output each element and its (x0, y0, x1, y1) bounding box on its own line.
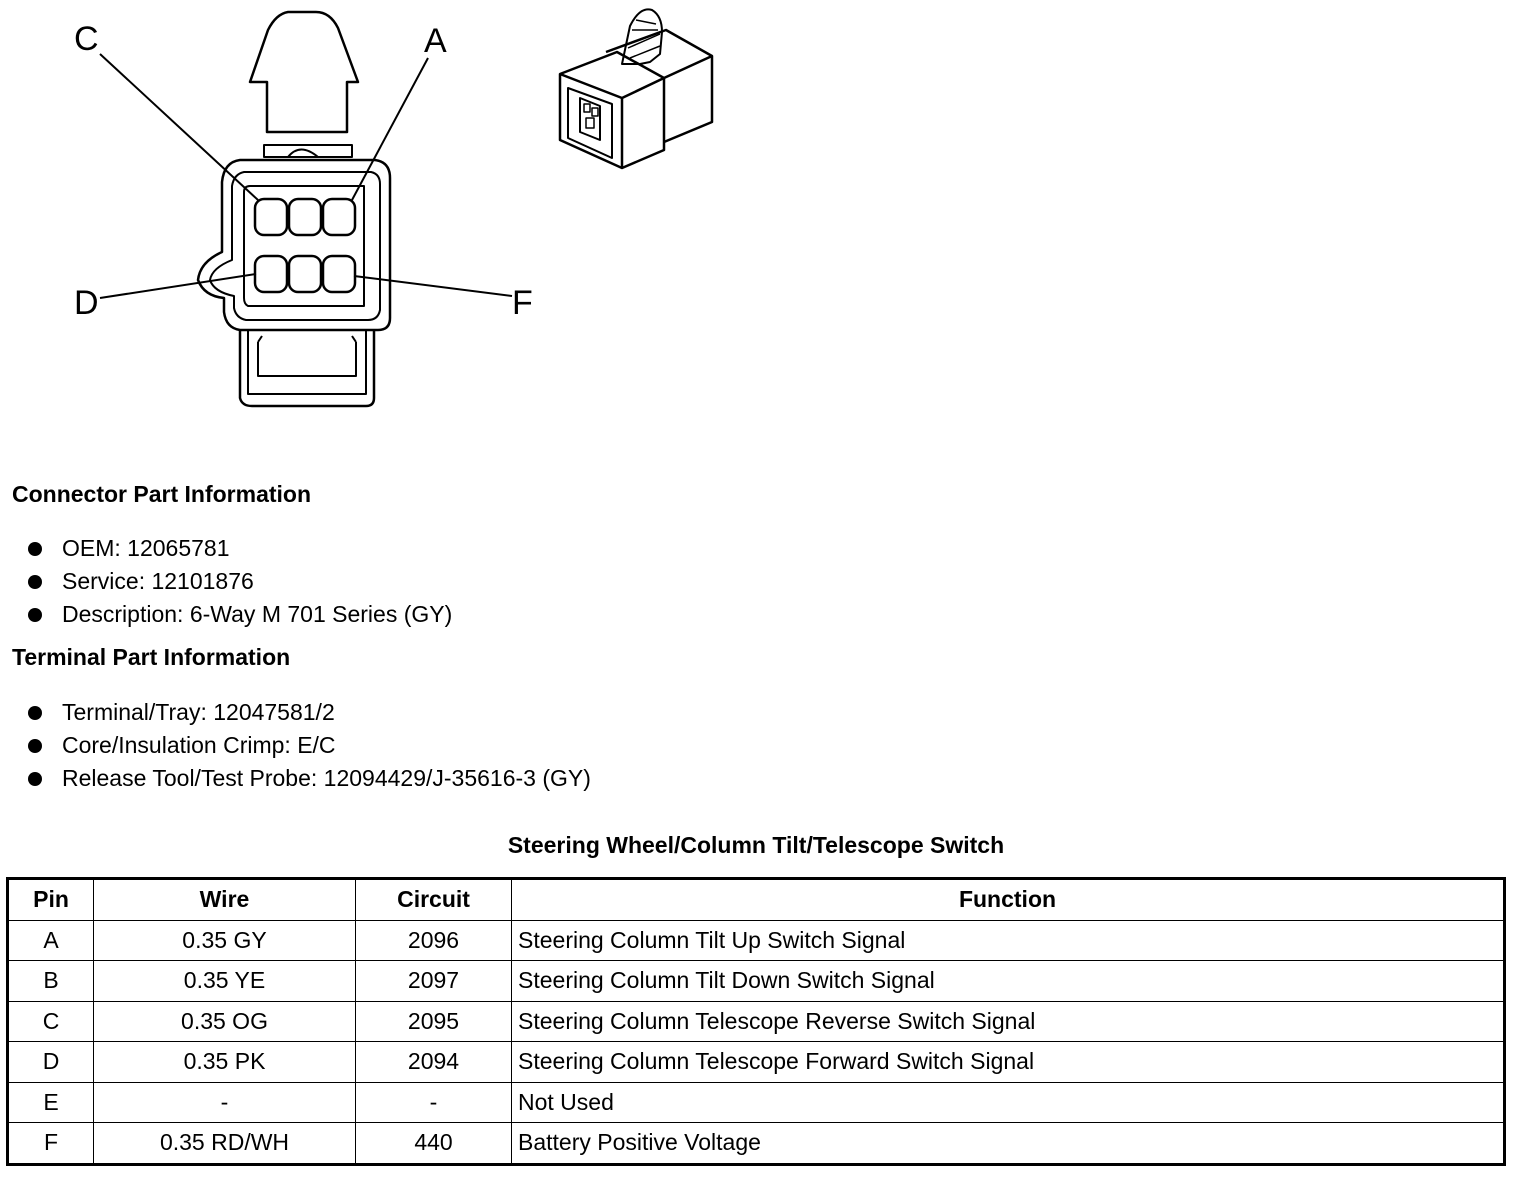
terminal-cavities (253, 197, 357, 294)
terminal-info-title: Terminal Part Information (12, 644, 291, 670)
cell-pin: B (7, 960, 94, 1002)
bullet-icon (28, 738, 42, 753)
header-wire: Wire (93, 878, 356, 921)
header-pin: Pin (7, 878, 94, 921)
table-title: Steering Wheel/Column Tilt/Telescope Swi… (507, 832, 1005, 858)
cell-function: Steering Column Telescope Reverse Switch… (511, 1000, 1505, 1042)
list-item: Service: 12101876 (28, 565, 452, 598)
terminal-release-tool: Release Tool/Test Probe: 12094429/J-3561… (62, 765, 591, 791)
callout-a: A (424, 22, 447, 60)
terminal-crimp: Core/Insulation Crimp: E/C (62, 732, 336, 758)
cell-wire: 0.35 YE (93, 960, 356, 1002)
locking-tab-arrow (248, 10, 360, 134)
cell-pin: C (7, 1000, 94, 1042)
cell-function: Steering Column Tilt Down Switch Signal (511, 960, 1505, 1002)
lower-latch (238, 330, 376, 408)
cell-function: Not Used (511, 1081, 1505, 1123)
cell-wire: - (93, 1081, 356, 1123)
cell-wire: 0.35 RD/WH (93, 1122, 356, 1165)
table-header-row: Pin Wire Circuit Function (7, 878, 1505, 921)
callout-f: F (512, 284, 533, 322)
list-item: Release Tool/Test Probe: 12094429/J-3561… (28, 762, 591, 795)
table-row: D 0.35 PK 2094 Steering Column Telescope… (7, 1041, 1505, 1083)
cell-circuit: 2094 (355, 1041, 512, 1083)
cell-function: Steering Column Telescope Forward Switch… (511, 1041, 1505, 1083)
bullet-icon (28, 771, 42, 786)
header-circuit: Circuit (355, 878, 512, 921)
bullet-icon (28, 705, 42, 720)
cell-function: Battery Positive Voltage (511, 1122, 1505, 1165)
bullet-icon (28, 541, 42, 556)
cell-circuit: - (355, 1081, 512, 1123)
connector-description: Description: 6-Way M 701 Series (GY) (62, 601, 453, 627)
cell-pin: A (7, 919, 94, 961)
terminal-tray: Terminal/Tray: 12047581/2 (62, 699, 335, 725)
table-row: A 0.35 GY 2096 Steering Column Tilt Up S… (7, 919, 1505, 961)
cell-pin: E (7, 1081, 94, 1123)
header-function: Function (511, 878, 1505, 921)
bullet-icon (28, 574, 42, 589)
list-item: Description: 6-Way M 701 Series (GY) (28, 598, 452, 631)
table-row: F 0.35 RD/WH 440 Battery Positive Voltag… (7, 1122, 1505, 1165)
table-row: B 0.35 YE 2097 Steering Column Tilt Down… (7, 960, 1505, 1002)
connector-service: Service: 12101876 (62, 568, 254, 594)
callout-d: D (74, 284, 99, 322)
list-item: OEM: 12065781 (28, 532, 452, 565)
connector-diagram: C A D F (74, 8, 714, 408)
table-row: C 0.35 OG 2095 Steering Column Telescope… (7, 1000, 1505, 1042)
connector-isometric-view (558, 8, 714, 170)
cell-wire: 0.35 OG (93, 1000, 356, 1042)
cell-circuit: 2097 (355, 960, 512, 1002)
list-item: Terminal/Tray: 12047581/2 (28, 696, 591, 729)
connector-face-view (99, 10, 513, 408)
connector-info-title: Connector Part Information (12, 481, 312, 507)
bullet-icon (28, 607, 42, 622)
cell-circuit: 2096 (355, 919, 512, 961)
connector-oem: OEM: 12065781 (62, 535, 230, 561)
callout-c: C (74, 20, 99, 58)
connector-info-list: OEM: 12065781 Service: 12101876 Descript… (28, 532, 452, 631)
cell-circuit: 2095 (355, 1000, 512, 1042)
cell-wire: 0.35 GY (93, 919, 356, 961)
cell-pin: D (7, 1041, 94, 1083)
cell-wire: 0.35 PK (93, 1041, 356, 1083)
table-row: E - - Not Used (7, 1081, 1505, 1123)
terminal-info-list: Terminal/Tray: 12047581/2 Core/Insulatio… (28, 696, 591, 795)
callout-leaders (99, 53, 513, 299)
pinout-table: Pin Wire Circuit Function A 0.35 GY 2096… (6, 877, 1506, 1166)
connector-housing (196, 158, 392, 332)
cell-circuit: 440 (355, 1122, 512, 1165)
cell-function: Steering Column Tilt Up Switch Signal (511, 919, 1505, 961)
cell-pin: F (7, 1122, 94, 1165)
list-item: Core/Insulation Crimp: E/C (28, 729, 591, 762)
